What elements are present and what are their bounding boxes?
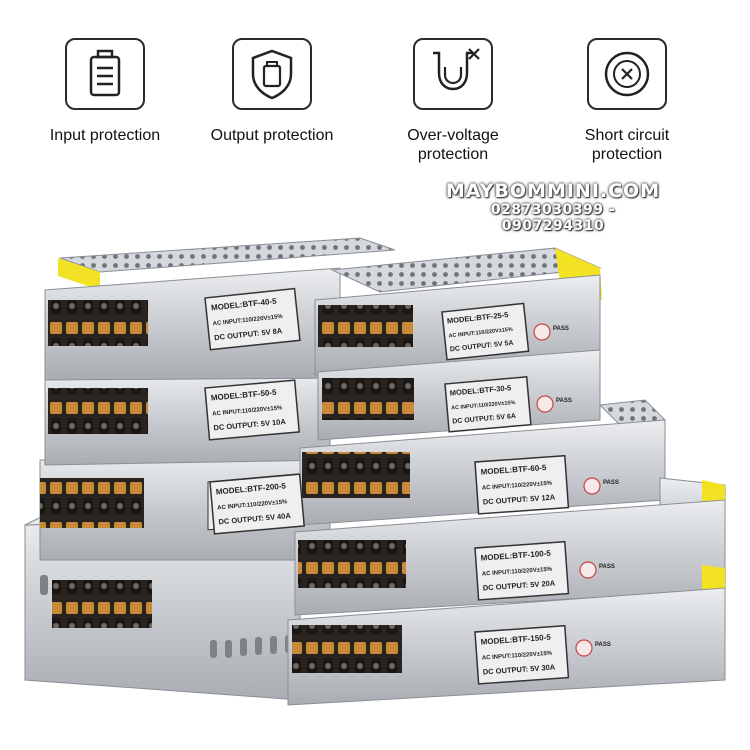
label-btf-200: MODEL:BTF-200-5 AC INPUT:110/220V±15% DC… [209, 473, 306, 535]
feature-label: Over-voltage protection [407, 127, 499, 163]
watermark: MAYBOMMINI.COM 02873030399 - 0907294310 [438, 180, 668, 234]
battery-icon [65, 38, 145, 110]
battery-output-icon [232, 38, 312, 110]
label-btf-100: MODEL:BTF-100-5 AC INPUT:110/220V±15% DC… [474, 540, 570, 601]
feature-output-protection: Output protection [187, 38, 357, 145]
ac-input-text: AC INPUT:110/220V±15% [451, 400, 516, 412]
feature-over-voltage-protection: Over-voltage protection [368, 38, 538, 164]
pass-text: PASS [595, 642, 611, 648]
pass-stamp: PASS [575, 639, 611, 657]
pass-stamp: PASS [533, 323, 569, 341]
short-circuit-icon [587, 38, 667, 110]
feature-short-circuit-protection: Short circuit protection [542, 38, 712, 164]
label-btf-50: MODEL:BTF-50-5 AC INPUT:110/220V±15% DC … [204, 379, 301, 441]
watermark-phone: 02873030399 - 0907294310 [490, 202, 616, 234]
ac-input-text: AC INPUT:110/220V±15% [482, 481, 553, 492]
pass-text: PASS [603, 480, 619, 486]
label-btf-25: MODEL:BTF-25-5 AC INPUT:110/220V±15% DC … [441, 302, 530, 361]
label-btf-40: MODEL:BTF-40-5 AC INPUT:110/220V±15% DC … [204, 287, 301, 351]
pass-stamp: PASS [579, 561, 615, 579]
label-btf-30: MODEL:BTF-30-5 AC INPUT:110/220V±15% DC … [444, 376, 532, 433]
feature-label: Short circuit protection [584, 127, 670, 163]
magnet-overvoltage-icon [413, 38, 493, 110]
feature-label: Input protection [49, 127, 161, 144]
feature-label: Output protection [210, 127, 334, 144]
feature-input-protection: Input protection [20, 38, 190, 145]
label-btf-150: MODEL:BTF-150-5 AC INPUT:110/220V±15% DC… [474, 624, 570, 685]
pass-stamp: PASS [583, 477, 619, 495]
pass-stamp: PASS [536, 395, 572, 413]
feature-row: Input protection Output protection Over-… [0, 0, 750, 175]
watermark-site: MAYBOMMINI.COM [445, 180, 661, 202]
pass-text: PASS [599, 564, 615, 570]
ac-input-text: AC INPUT:110/220V±15% [482, 567, 553, 578]
label-btf-60: MODEL:BTF-60-5 AC INPUT:110/220V±15% DC … [474, 454, 570, 515]
pass-text: PASS [556, 398, 572, 404]
ac-input-text: AC INPUT:110/220V±15% [482, 651, 553, 662]
pass-text: PASS [553, 326, 569, 332]
